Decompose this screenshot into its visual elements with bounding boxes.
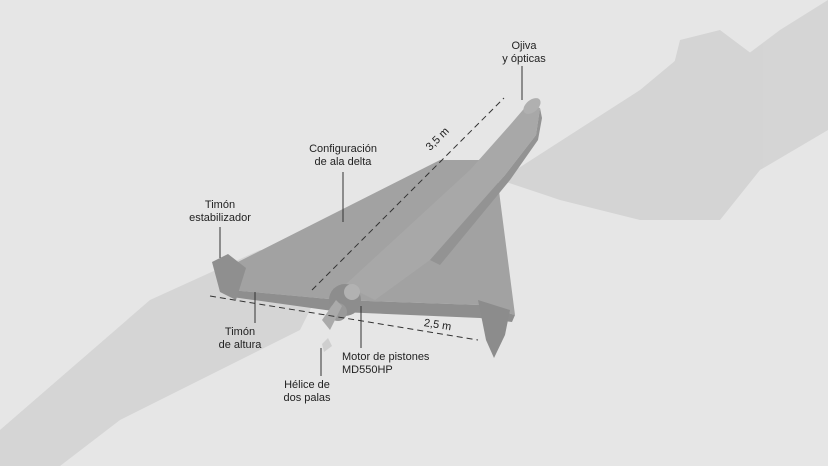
right-stabilizer (478, 300, 510, 358)
length-dimension-line (311, 97, 505, 291)
nose-label-line2: y ópticas (502, 53, 546, 65)
wing-label-line2: de ala delta (314, 156, 372, 168)
nose-label-line1: Ojiva (511, 40, 537, 52)
wing-label: Configuración de ala delta (300, 143, 386, 169)
engine-label: Motor de pistones MD550HP (342, 351, 436, 377)
propeller-label-line2: dos palas (283, 392, 331, 404)
engine-propeller (322, 284, 361, 352)
stabilizer-label-line1: Timón (204, 199, 236, 211)
propeller-label-line1: Hélice de (284, 379, 330, 391)
callout-lines (219, 66, 523, 376)
left-stabilizer (212, 254, 246, 300)
wing-label-line1: Configuración (309, 143, 377, 155)
nose-cone (523, 98, 541, 114)
engine-label-line2: MD550HP (342, 364, 393, 376)
fuselage (345, 104, 540, 300)
nose-label: Ojiva y ópticas (495, 40, 553, 66)
elevator-label: Timón de altura (212, 326, 268, 352)
engine-label-line1: Motor de pistones (342, 351, 430, 363)
shahed-drone (212, 98, 542, 358)
elevator-label-line2: de altura (218, 339, 262, 351)
stabilizer-label-line2: estabilizador (189, 212, 251, 224)
propeller-label: Hélice de dos palas (278, 379, 336, 405)
elevator-label-line1: Timón (224, 326, 256, 338)
stabilizer-label: Timón estabilizador (182, 199, 258, 225)
